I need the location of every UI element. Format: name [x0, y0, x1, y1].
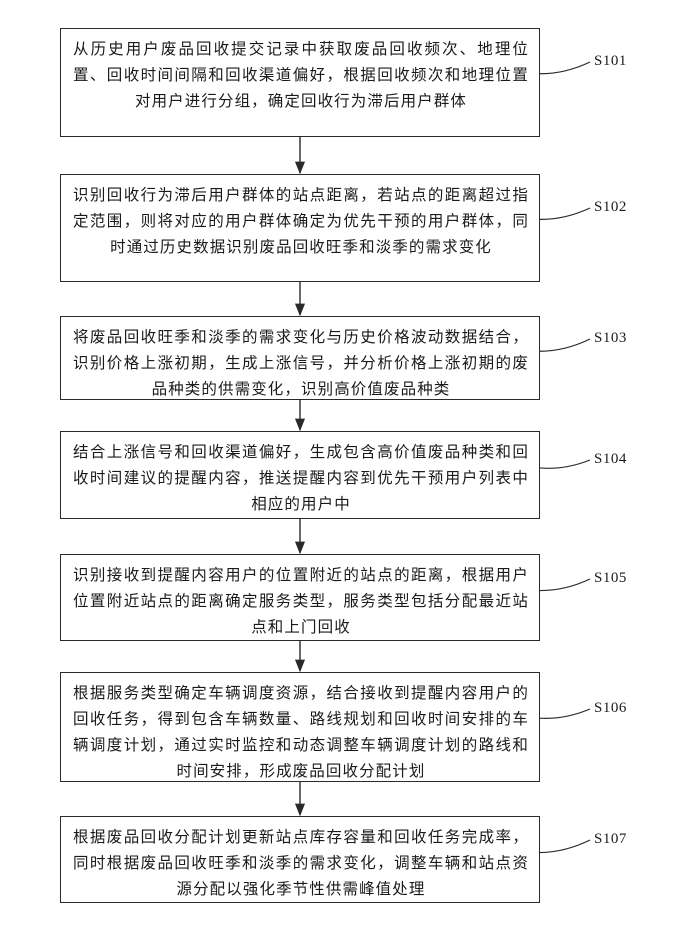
leader-line-6	[540, 709, 590, 718]
leader-line-7	[540, 840, 590, 853]
step-box-s107: 根据废品回收分配计划更新站点库存容量和回收任务完成率，同时根据废品回收旺季和淡季…	[60, 816, 540, 903]
step-label-s106: S106	[594, 700, 627, 717]
step-box-s106: 根据服务类型确定车辆调度资源，结合接收到提醒内容用户的回收任务，得到包含车辆数量…	[60, 672, 540, 782]
step-box-s104: 结合上涨信号和回收渠道偏好，生成包含高价值废品种类和回收时间建议的提醒内容，推送…	[60, 431, 540, 519]
leader-line-4	[540, 460, 590, 468]
leader-line-1	[540, 62, 590, 74]
step-text-s105: 识别接收到提醒内容用户的位置附近的站点的距离，根据用户位置附近站点的距离确定服务…	[73, 562, 529, 640]
step-label-s103: S103	[594, 330, 627, 347]
step-box-s101: 从历史用户废品回收提交记录中获取废品回收频次、地理位置、回收时间间隔和回收渠道偏…	[60, 28, 540, 137]
leader-line-3	[540, 339, 590, 351]
leader-line-5	[540, 579, 590, 591]
step-label-s104: S104	[594, 451, 627, 468]
step-text-s102: 识别回收行为滞后用户群体的站点距离，若站点的距离超过指定范围，则将对应的用户群体…	[73, 182, 529, 260]
step-label-s101: S101	[594, 53, 627, 70]
step-label-s102: S102	[594, 199, 627, 216]
step-text-s106: 根据服务类型确定车辆调度资源，结合接收到提醒内容用户的回收任务，得到包含车辆数量…	[73, 680, 529, 784]
step-text-s101: 从历史用户废品回收提交记录中获取废品回收频次、地理位置、回收时间间隔和回收渠道偏…	[73, 36, 529, 114]
step-text-s103: 将废品回收旺季和淡季的需求变化与历史价格波动数据结合，识别价格上涨初期，生成上涨…	[73, 324, 529, 402]
step-box-s102: 识别回收行为滞后用户群体的站点距离，若站点的距离超过指定范围，则将对应的用户群体…	[60, 174, 540, 282]
step-text-s104: 结合上涨信号和回收渠道偏好，生成包含高价值废品种类和回收时间建议的提醒内容，推送…	[73, 439, 529, 517]
step-box-s103: 将废品回收旺季和淡季的需求变化与历史价格波动数据结合，识别价格上涨初期，生成上涨…	[60, 316, 540, 400]
step-label-s107: S107	[594, 831, 627, 848]
step-label-s105: S105	[594, 570, 627, 587]
step-text-s107: 根据废品回收分配计划更新站点库存容量和回收任务完成率，同时根据废品回收旺季和淡季…	[73, 824, 529, 902]
leader-lines	[540, 62, 590, 853]
step-box-s105: 识别接收到提醒内容用户的位置附近的站点的距离，根据用户位置附近站点的距离确定服务…	[60, 554, 540, 641]
leader-line-2	[540, 208, 590, 219]
